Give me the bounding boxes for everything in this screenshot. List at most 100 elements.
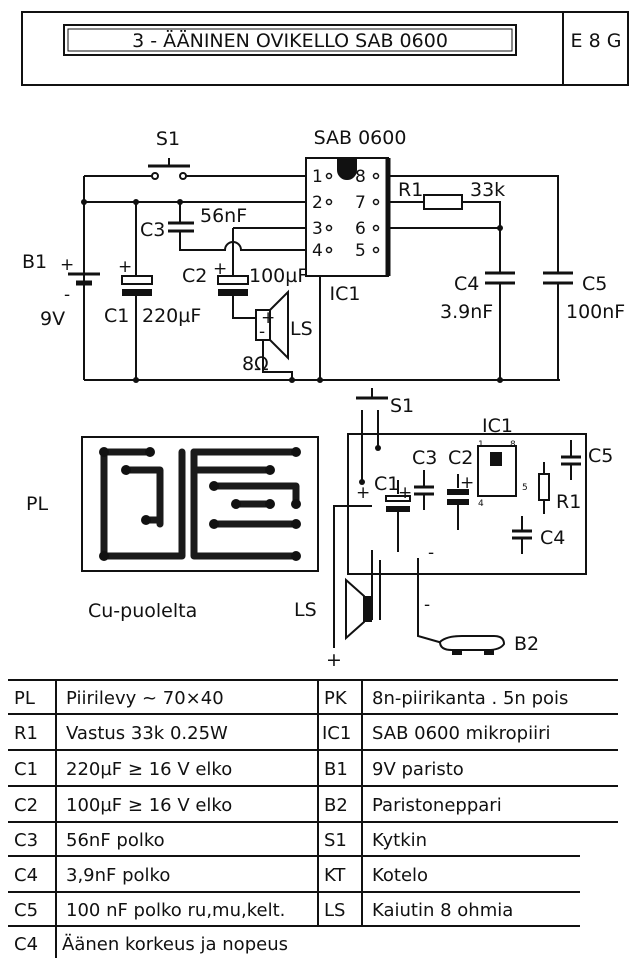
layout-pad xyxy=(359,479,365,485)
plus-supply-wire xyxy=(333,505,372,648)
trace-c1 xyxy=(122,466,164,528)
pin-4-dot xyxy=(325,246,333,254)
ic1-pin8-label: 8 xyxy=(510,440,516,450)
c3-value: 56nF xyxy=(200,205,247,227)
speaker-symbol xyxy=(255,289,289,361)
pin-7-dot xyxy=(372,198,380,206)
table-row: KT Kotelo xyxy=(324,865,428,886)
part-ref: C4 xyxy=(14,934,38,955)
b2-battery-snap xyxy=(438,635,506,651)
speaker-layout-icon xyxy=(345,577,372,641)
pin-1-label: 1 xyxy=(312,167,323,187)
table-row: B2 Paristoneppari xyxy=(324,795,502,816)
c5-label: C5 xyxy=(582,273,607,295)
table-row: C2 100µF ≥ 16 V elko xyxy=(14,795,232,816)
b1-label: B1 xyxy=(22,251,47,273)
pcb-pad xyxy=(99,447,109,457)
pcb-pad xyxy=(291,447,301,457)
pcb-outline xyxy=(81,436,319,572)
c2-label: C2 xyxy=(182,265,207,287)
battery-plus-label: + xyxy=(326,649,342,671)
pcb-pad xyxy=(145,447,155,457)
junction-r1-c4 xyxy=(497,225,503,231)
b2-snap-terminal xyxy=(484,650,494,655)
c5-value: 100nF xyxy=(566,301,625,323)
part-desc: 100 nF polko ru,mu,kelt. xyxy=(66,900,285,921)
cu-side-label: Cu-puolelta xyxy=(88,600,197,622)
part-desc: 100µF ≥ 16 V elko xyxy=(66,795,232,816)
r1-label: R1 xyxy=(398,179,423,201)
c2-plate-neg xyxy=(218,289,248,296)
part-desc: Äänen korkeus ja nopeus xyxy=(62,934,288,955)
junction-ic-ground xyxy=(317,377,323,383)
pcb-pad xyxy=(265,499,275,509)
trace-mid-2 xyxy=(210,482,300,508)
s1-contact-left xyxy=(151,172,159,180)
layout-plus-marker: + xyxy=(356,483,370,503)
c4-label: C4 xyxy=(454,273,479,295)
part-desc: Vastus 33k 0.25W xyxy=(66,723,228,744)
ic1-pin4-label: 4 xyxy=(478,499,484,509)
table-row-note: C4 Äänen korkeus ja nopeus xyxy=(14,934,288,955)
pin-8-label: 8 xyxy=(355,167,366,187)
speaker-layout-magnet xyxy=(364,596,372,622)
part-desc: 3,9nF polko xyxy=(66,865,170,886)
c1-plus: + xyxy=(118,257,132,277)
part-ref: PL xyxy=(14,688,35,709)
part-ref: IC1 xyxy=(322,723,351,744)
pin-2-label: 2 xyxy=(312,193,323,213)
c2-layout-plus: + xyxy=(460,473,474,493)
part-desc: 220µF ≥ 16 V elko xyxy=(66,759,232,780)
part-ref: C1 xyxy=(14,759,38,780)
trace-outer-left xyxy=(100,448,186,560)
part-desc: 56nF polko xyxy=(66,830,165,851)
ls-minus: - xyxy=(259,322,265,342)
speaker-cone xyxy=(269,289,289,361)
part-desc: Kotelo xyxy=(372,865,428,886)
c1-label: C1 xyxy=(104,305,129,327)
table-row: B1 9V paristo xyxy=(324,759,464,780)
wire-c3-pin4 xyxy=(179,232,306,251)
ls-label: LS xyxy=(290,318,313,340)
pcb-pad xyxy=(291,499,301,509)
c2-value: 100µF xyxy=(249,265,308,287)
ls-layout-label: LS xyxy=(294,599,317,621)
ic1-pin5-label: 5 xyxy=(522,483,528,493)
part-ref: LS xyxy=(324,900,345,921)
b2-layout-label: B2 xyxy=(514,633,539,655)
c1-plate-pos xyxy=(121,275,153,285)
pin-7-label: 7 xyxy=(355,193,366,213)
pin-3-label: 3 xyxy=(312,219,323,239)
r1-layout-label: R1 xyxy=(556,491,581,513)
ic1-label: IC1 xyxy=(330,283,361,305)
part-ref: S1 xyxy=(324,830,347,851)
pcb-pad xyxy=(141,515,151,525)
table-row: C5 100 nF polko ru,mu,kelt. xyxy=(14,900,285,921)
c1-value: 220µF xyxy=(142,305,201,327)
part-desc: Kytkin xyxy=(372,830,427,851)
c1-plate-neg xyxy=(122,289,152,296)
pcb-pad xyxy=(291,551,301,561)
c4-value: 3.9nF xyxy=(440,301,493,323)
schematic: S1 B1 + - 9V + C1 220µF C3 56nF xyxy=(22,127,625,383)
junction-c4-ground xyxy=(497,377,503,383)
pin-6-dot xyxy=(372,224,380,232)
table-row: C1 220µF ≥ 16 V elko xyxy=(14,759,232,780)
table-row: S1 Kytkin xyxy=(324,830,427,851)
c1-layout-plate-bottom xyxy=(386,506,410,512)
part-desc: Kaiutin 8 ohmia xyxy=(372,900,513,921)
part-desc: Piirilevy ~ 70×40 xyxy=(66,688,224,709)
c3-layout-label: C3 xyxy=(412,447,437,469)
junction-ls-ground xyxy=(289,377,295,383)
b2-snap-terminal xyxy=(452,650,462,655)
b1-minus: - xyxy=(64,285,70,305)
wire-pin6-c4 xyxy=(388,227,501,272)
c3-label: C3 xyxy=(140,219,165,241)
sheet-code: E 8 G xyxy=(571,30,622,52)
table-row: C3 56nF polko xyxy=(14,830,165,851)
r1-layout-body xyxy=(538,473,550,501)
minus-supply-wire xyxy=(417,558,447,645)
pin-5-label: 5 xyxy=(355,241,366,261)
b2-minus-label: - xyxy=(424,595,430,615)
table-row: R1 Vastus 33k 0.25W xyxy=(14,723,228,744)
